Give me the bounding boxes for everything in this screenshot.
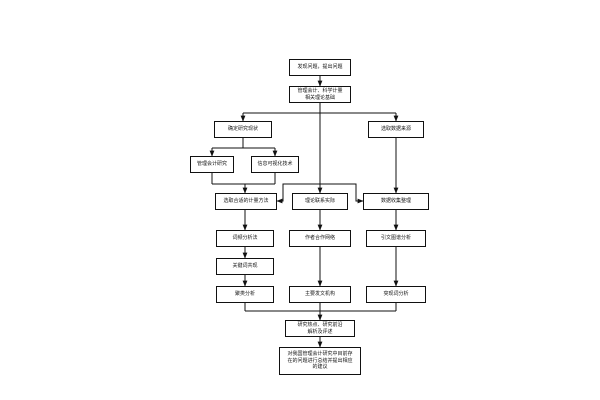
node-word-frequency: 词频分析法 — [216, 230, 274, 247]
arrow-practice-to-collect — [320, 183, 364, 204]
node-theory-practice: 理论联系实际 — [292, 193, 348, 210]
node-hotspots-frontiers: 研究热点、研究前沿 解析及评述 — [285, 320, 355, 337]
node-coauthor-network: 作者合作网络 — [289, 230, 351, 247]
node-measurement-methods: 选取合适的计量方法 — [215, 193, 277, 210]
node-data-collection: 数据收集整理 — [363, 193, 429, 210]
node-data-source: 选取数据来源 — [368, 121, 424, 138]
node-conclusions-suggestions: 对我国管理会计研究中目前存 在的问题进行总结并提出相应 的建议 — [279, 347, 361, 375]
node-theory-basis: 管理会计、科学计量 相关理论基础 — [289, 86, 351, 103]
arrow-practice-to-methods — [276, 183, 320, 204]
node-management-accounting-research: 管理会计研究 — [190, 156, 234, 173]
node-burst-terms: 突现词分析 — [366, 286, 426, 303]
node-cluster-analysis: 聚类分析 — [216, 286, 274, 303]
node-info-visualization: 信息可视化技术 — [251, 156, 299, 173]
node-research-status: 确定研究现状 — [214, 121, 272, 138]
node-keyword-cooccurrence: 关键词共现 — [216, 258, 274, 275]
node-discover-problem: 发现问题，提出问题 — [289, 59, 351, 76]
node-main-institutions: 主要发文机构 — [289, 286, 351, 303]
node-cocitation-map: 引文图谱分析 — [366, 230, 426, 247]
